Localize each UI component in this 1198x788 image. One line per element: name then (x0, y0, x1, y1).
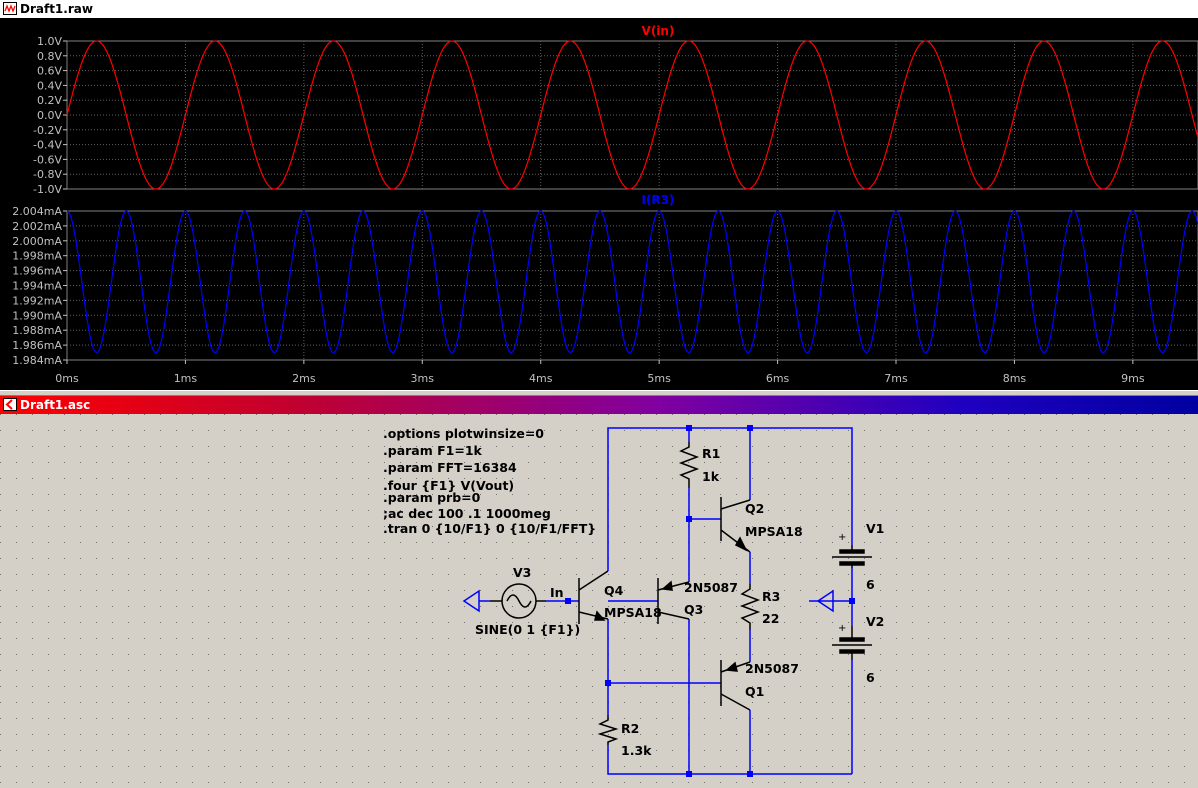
x-tick-label: 7ms (884, 372, 908, 385)
pane-splitter[interactable] (0, 390, 1198, 396)
y-tick-label: 1.994mA (12, 280, 62, 293)
directive-line[interactable]: .param F1=1k (383, 443, 483, 458)
ground-icon[interactable] (816, 589, 834, 613)
v2-value-label[interactable]: 6 (866, 670, 875, 685)
directive-line[interactable]: .four {F1} V(Vout) (383, 478, 514, 493)
battery-v1[interactable]: + (832, 532, 872, 568)
v1-value-label[interactable]: 6 (866, 577, 875, 592)
y-tick-label: 1.0V (37, 35, 62, 48)
y-tick-label: 0.8V (37, 50, 62, 63)
resistor-r1[interactable] (678, 442, 700, 488)
x-tick-label: 8ms (1003, 372, 1027, 385)
schematic-window-titlebar[interactable]: Draft1.asc (0, 396, 1198, 414)
waveform-window-titlebar[interactable]: Draft1.raw (0, 0, 1198, 19)
schematic-editor[interactable]: .options plotwinsize=0 .param F1=1k .par… (0, 414, 1198, 784)
v3-value-label[interactable]: SINE(0 1 {F1}) (475, 622, 580, 637)
waveform-plot[interactable]: 1.0V 0.8V 0.6V0.4V 0.2V 0.0V -0.2V -0.4V-0.6V -… (0, 18, 1198, 390)
q2-ref-label[interactable]: Q2 (745, 501, 764, 516)
schematic-canvas[interactable]: .options plotwinsize=0 .param F1=1k .par… (0, 414, 1198, 784)
sine-icon (506, 594, 532, 608)
ir3-trace[interactable] (66, 210, 1198, 354)
q1-model-label[interactable]: 2N5087 (745, 661, 799, 676)
x-tick-label: 0ms (55, 372, 79, 385)
directive-line[interactable]: .param FFT=16384 (383, 460, 517, 475)
y-tick-label: 1.998mA (12, 250, 62, 263)
q2-model-label[interactable]: MPSA18 (745, 524, 803, 539)
y-tick-label: 0.0V (37, 109, 62, 122)
y-tick-label: 2.000mA (12, 235, 62, 248)
y-tick-label: 1.992mA (12, 294, 62, 307)
ground-icon[interactable] (462, 589, 480, 613)
y-tick-label: -0.6V (33, 153, 62, 166)
vin-trace[interactable] (66, 40, 1198, 190)
plot-frame (66, 40, 1198, 190)
x-tick-label: 3ms (411, 372, 435, 385)
transistor-q4[interactable] (578, 570, 609, 624)
battery-v2[interactable]: + (832, 623, 872, 660)
q4-model-label[interactable]: MPSA18 (604, 605, 662, 620)
q1-ref-label[interactable]: Q1 (745, 684, 764, 699)
r1-ref-label[interactable]: R1 (702, 446, 720, 461)
y-tick-label: 0.4V (37, 79, 62, 92)
r2-ref-label[interactable]: R2 (621, 721, 639, 736)
x-tick-label: 1ms (174, 372, 198, 385)
v2-ref-label[interactable]: V2 (866, 614, 884, 629)
v3-ref-label[interactable]: V3 (513, 565, 531, 580)
vin-trace-label[interactable]: V(in) (642, 24, 675, 38)
junctions (565, 425, 855, 777)
spice-directives[interactable]: .options plotwinsize=0 .param F1=1k .par… (383, 426, 596, 536)
plus-icon: + (838, 532, 846, 543)
plus-icon: + (838, 623, 846, 634)
net-label-in[interactable]: In (550, 585, 564, 600)
r1-value-label[interactable]: 1k (702, 469, 720, 484)
r3-ref-label[interactable]: R3 (762, 589, 780, 604)
directive-line[interactable]: .param prb=0 (383, 490, 481, 505)
x-tick-label: 2ms (292, 372, 316, 385)
y-tick-label: 1.996mA (12, 265, 62, 278)
schematic-icon (3, 398, 17, 411)
y-tick-label: 1.988mA (12, 324, 62, 337)
transistor-q2[interactable] (720, 497, 751, 553)
q4-ref-label[interactable]: Q4 (604, 583, 624, 598)
waveform-window-title: Draft1.raw (20, 2, 93, 16)
schematic-window-title: Draft1.asc (20, 398, 91, 412)
y-tick-label: 0.2V (37, 94, 62, 107)
y-tick-label: -0.2V (33, 124, 62, 137)
transistor-q3[interactable] (657, 578, 690, 624)
y-tick-label: 0.6V (37, 65, 62, 78)
y-tick-label: -0.8V (33, 168, 62, 181)
resistor-r2[interactable] (597, 715, 619, 745)
directive-line[interactable]: .options plotwinsize=0 (383, 426, 544, 441)
y-tick-label: 1.990mA (12, 309, 62, 322)
r2-value-label[interactable]: 1.3k (621, 743, 652, 758)
y-tick-label: 1.986mA (12, 339, 62, 352)
wires[interactable] (479, 427, 853, 775)
y-tick-label: 2.002mA (12, 220, 62, 233)
resistor-r3[interactable] (739, 584, 761, 630)
x-tick-label: 5ms (647, 372, 671, 385)
q3-model-label[interactable]: 2N5087 (684, 580, 738, 595)
y-tick-label: 2.004mA (12, 205, 62, 218)
ir3-plot-pane[interactable]: 2.004mA 2.002mA 2.000mA 1.998mA 1.996mA 1.994… (12, 205, 1198, 367)
x-tick-label: 6ms (766, 372, 790, 385)
y-tick-label: -0.4V (33, 139, 62, 152)
time-axis: 0ms 1ms 2ms 3ms 4ms 5ms 6ms 7ms 8ms 9ms (55, 360, 1145, 385)
y-tick-label: -1.0V (33, 183, 62, 196)
directive-line[interactable]: ;ac dec 100 .1 1000meg (383, 506, 551, 521)
q3-ref-label[interactable]: Q3 (684, 602, 703, 617)
x-tick-label: 9ms (1121, 372, 1145, 385)
v1-ref-label[interactable]: V1 (866, 521, 884, 536)
x-tick-label: 4ms (529, 372, 553, 385)
vin-plot-pane[interactable]: 1.0V 0.8V 0.6V0.4V 0.2V 0.0V -0.2V -0.4V-0.6V -… (33, 35, 1198, 196)
voltage-source-v3[interactable] (490, 583, 546, 619)
r3-value-label[interactable]: 22 (762, 611, 779, 626)
y-tick-label: 1.984mA (12, 354, 62, 367)
waveform-icon (3, 2, 17, 15)
ir3-trace-label[interactable]: I(R3) (641, 193, 674, 207)
directive-line[interactable]: .tran 0 {10/F1} 0 {10/F1/FFT} (383, 521, 596, 536)
transistor-q1[interactable] (720, 660, 751, 711)
